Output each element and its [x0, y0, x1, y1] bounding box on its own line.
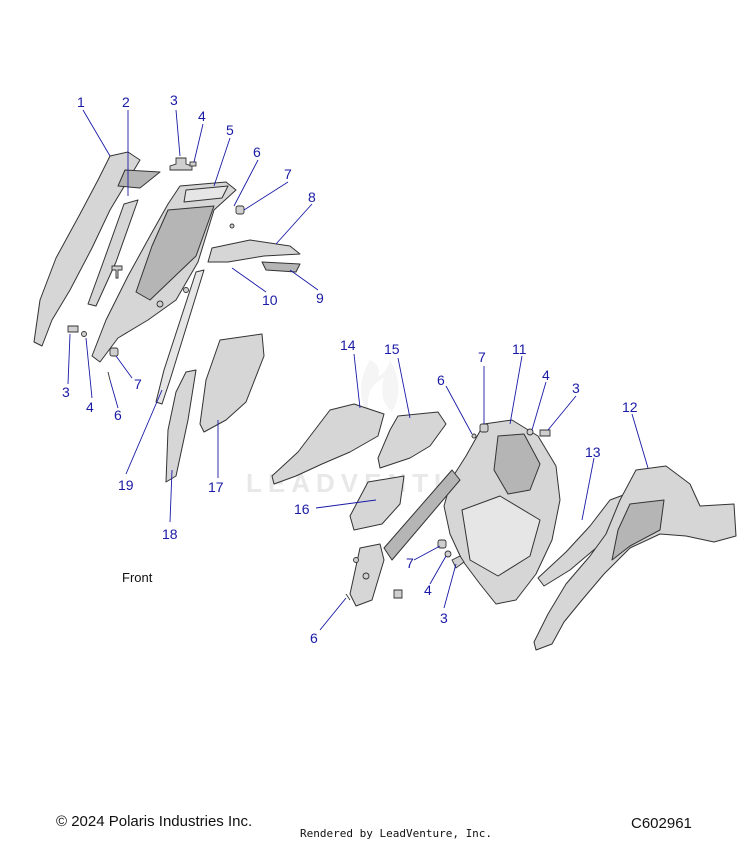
part-16-pad	[349, 475, 405, 531]
callout-17: 17	[208, 479, 224, 495]
callout-3d: 3	[440, 610, 448, 626]
callout-4c: 4	[542, 367, 550, 383]
callout-11: 11	[512, 341, 527, 357]
callout-2: 2	[122, 94, 130, 110]
part-2-inner-strip	[87, 199, 139, 307]
part-14-pad	[271, 403, 385, 485]
callout-7d: 7	[406, 555, 414, 571]
part-bracket-arm	[383, 469, 461, 561]
callout-4: 4	[198, 108, 206, 124]
callout-12: 12	[622, 399, 638, 415]
callout-3b: 3	[62, 384, 70, 400]
part-5-top-bracket	[183, 185, 229, 203]
callout-3c: 3	[572, 380, 580, 396]
part-1-rear-tab	[117, 169, 161, 189]
part-5-inner-recess	[135, 205, 215, 301]
callout-6b: 6	[114, 407, 122, 423]
hardware-left	[67, 157, 245, 381]
part-1-outer-panel	[33, 151, 141, 347]
callout-7: 7	[284, 166, 292, 182]
part-18-pad	[165, 369, 197, 483]
part-12-right-panel	[533, 465, 737, 651]
part-9-trim-lower	[261, 261, 301, 273]
callout-9: 9	[316, 290, 324, 306]
callout-3: 3	[170, 92, 178, 108]
callout-14: 14	[340, 337, 356, 353]
part-11-lower-lobe	[461, 495, 541, 577]
callout-6: 6	[253, 144, 261, 160]
callout-7b: 7	[134, 376, 142, 392]
callout-4b: 4	[86, 399, 94, 415]
callout-6c: 6	[437, 372, 445, 388]
callout-1: 1	[77, 94, 85, 110]
callout-16: 16	[294, 501, 310, 517]
part-8-trim	[207, 239, 301, 263]
part-19-thin-strip	[155, 269, 205, 405]
callout-6d: 6	[310, 630, 318, 646]
part-11-window	[493, 433, 541, 495]
copyright-text: © 2024 Polaris Industries Inc.	[56, 813, 253, 830]
callout-7c: 7	[478, 349, 486, 365]
callout-5: 5	[226, 122, 234, 138]
callout-15: 15	[384, 341, 400, 357]
callout-8: 8	[308, 189, 316, 205]
hardware-right	[345, 423, 551, 601]
callout-4d: 4	[424, 582, 432, 598]
callout-18: 18	[162, 526, 178, 542]
leader-lines	[67, 109, 649, 631]
part-12-inner-recess	[611, 499, 665, 561]
front-label: Front	[122, 570, 153, 585]
callout-10: 10	[262, 292, 278, 308]
callouts: 1 2 3 4 5 6 7 8 9 10 3 4 6 7 19 18 17 14…	[62, 92, 638, 646]
rendered-by-text: Rendered by LeadVenture, Inc.	[300, 827, 493, 840]
part-15-pad	[377, 411, 447, 469]
callout-13: 13	[585, 444, 601, 460]
part-17-pad	[199, 333, 265, 433]
watermark-logo	[361, 360, 399, 418]
callout-19: 19	[118, 477, 134, 493]
diagram-part-number: C602961	[631, 815, 692, 832]
